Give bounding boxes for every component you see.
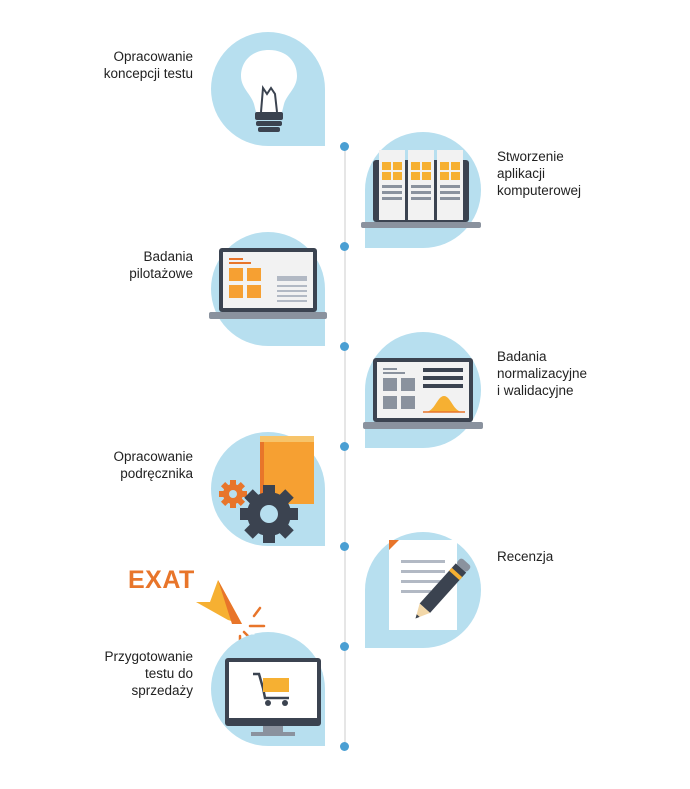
step-normalization (363, 332, 483, 448)
timeline-dot (340, 242, 349, 251)
book-gears-icon (211, 432, 325, 546)
timeline-dot (340, 642, 349, 651)
step-manual (211, 432, 326, 547)
timeline-dot (340, 542, 349, 551)
step-label-application: Stworzenie aplikacji komputerowej (497, 149, 582, 198)
step-sale (211, 632, 326, 747)
step-review (365, 532, 481, 648)
timeline-dot (340, 442, 349, 451)
timeline-dot (340, 142, 349, 151)
monitor-cart-icon (211, 632, 325, 746)
step-label-concept: Opracowanie koncepcji testu (103, 49, 193, 81)
timeline-dot (340, 742, 349, 751)
step-concept (211, 32, 326, 147)
timeline-dot (340, 342, 349, 351)
step-label-normalization: Badania normalizacyjne i walidacyjne (497, 349, 588, 398)
laptop-app-icon (361, 132, 481, 248)
step-application (361, 132, 481, 248)
step-label-pilot: Badania pilotażowe (129, 249, 193, 281)
step-label-review: Recenzja (497, 549, 554, 564)
laptop-pilot-icon (209, 232, 327, 346)
lightbulb-icon (211, 32, 325, 146)
brand-logo: EXAT (128, 566, 195, 594)
step-label-sale: Przygotowanie testu do sprzedaży (104, 649, 193, 698)
step-label-manual: Opracowanie podręcznika (113, 449, 193, 481)
laptop-chart-icon (363, 332, 483, 448)
document-pencil-icon (365, 532, 481, 648)
step-pilot (209, 232, 327, 347)
